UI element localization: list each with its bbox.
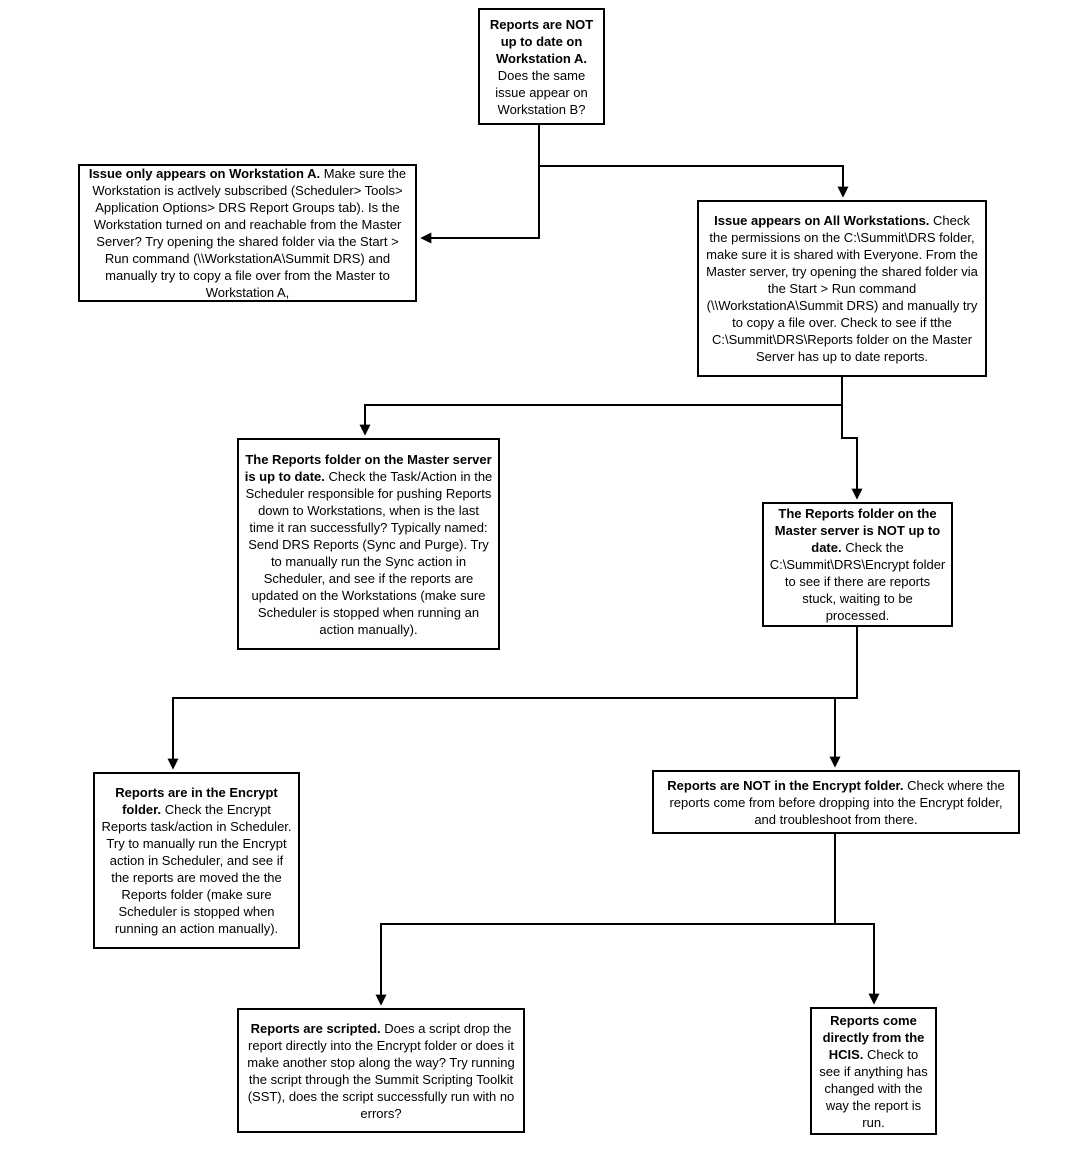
node-in-encrypt-lead: Reports are in the Encrypt folder. xyxy=(115,785,278,817)
node-workstation-a-text: Issue only appears on Workstation A. Mak… xyxy=(85,165,410,301)
node-not-in-encrypt-text: Reports are NOT in the Encrypt folder. C… xyxy=(659,777,1013,828)
node-hcis-lead: Reports come directly from the HCIS. xyxy=(822,1012,925,1062)
node-start-lead: Reports are NOT up to date on Workstatio… xyxy=(489,16,594,66)
node-master-not-up-body: Check the C:\Summit\DRS\Encrypt folder t… xyxy=(769,540,946,623)
node-all-workstations-lead: Issue appears on All Workstations. xyxy=(714,213,930,228)
node-all-workstations-body: Check the permissions on the C:\Summit\D… xyxy=(706,213,978,364)
node-all-workstations: Issue appears on All Workstations. Check… xyxy=(697,200,987,377)
node-workstation-a-lead: Issue only appears on Workstation A. xyxy=(88,166,321,181)
node-reports-from-hcis: Reports come directly from the HCIS. Che… xyxy=(810,1007,937,1135)
node-scripted-lead: Reports are scripted. xyxy=(250,1020,381,1036)
node-start-body: Does the same issue appear on Workstatio… xyxy=(495,67,588,117)
node-reports-scripted: Reports are scripted. Does a script drop… xyxy=(237,1008,525,1133)
node-scripted-body: Does a script drop the report directly i… xyxy=(247,1020,515,1121)
connector-not-in-encrypt-to-hcis xyxy=(835,923,880,1005)
connector-start-to-workstation-a xyxy=(420,125,540,244)
connector-all-workstations-to-master-not-up xyxy=(841,377,863,500)
node-start: Reports are NOT up to date on Workstatio… xyxy=(478,8,605,125)
node-in-encrypt-body: Check the Encrypt Reports task/action in… xyxy=(101,802,292,936)
node-master-up-lead: The Reports folder on the Master server … xyxy=(244,451,492,484)
node-in-encrypt-text: Reports are in the Encrypt folder. Check… xyxy=(100,784,293,937)
node-scripted-text: Reports are scripted. Does a script drop… xyxy=(244,1020,518,1122)
node-start-text: Reports are NOT up to date on Workstatio… xyxy=(485,16,598,118)
node-not-in-encrypt-lead: Reports are NOT in the Encrypt folder. xyxy=(667,777,904,793)
node-master-up-text: The Reports folder on the Master server … xyxy=(244,451,493,638)
connector-all-workstations-to-master-up xyxy=(359,377,843,436)
node-reports-not-in-encrypt: Reports are NOT in the Encrypt folder. C… xyxy=(652,770,1020,834)
node-all-workstations-text: Issue appears on All Workstations. Check… xyxy=(704,212,980,365)
connector-start-to-all-workstations xyxy=(539,165,849,198)
node-not-in-encrypt-body: Check where the reports come from before… xyxy=(669,777,1005,827)
node-hcis-body: Check to see if anything has changed wit… xyxy=(819,1046,928,1130)
connector-not-in-encrypt-to-scripted xyxy=(375,834,836,1006)
node-master-up-body: Check the Task/Action in the Scheduler r… xyxy=(245,468,493,637)
node-workstation-a-body: Make sure the Workstation is actlvely su… xyxy=(92,166,407,300)
node-reports-in-encrypt: Reports are in the Encrypt folder. Check… xyxy=(93,772,300,949)
node-master-not-up-to-date: The Reports folder on the Master server … xyxy=(762,502,953,627)
node-hcis-text: Reports come directly from the HCIS. Che… xyxy=(817,1012,930,1131)
node-master-not-up-text: The Reports folder on the Master server … xyxy=(769,505,946,624)
node-workstation-a: Issue only appears on Workstation A. Mak… xyxy=(78,164,417,302)
node-master-up-to-date: The Reports folder on the Master server … xyxy=(237,438,500,650)
connector-master-not-up-to-not-in-encrypt xyxy=(829,627,858,768)
node-master-not-up-lead: The Reports folder on the Master server … xyxy=(774,506,941,555)
